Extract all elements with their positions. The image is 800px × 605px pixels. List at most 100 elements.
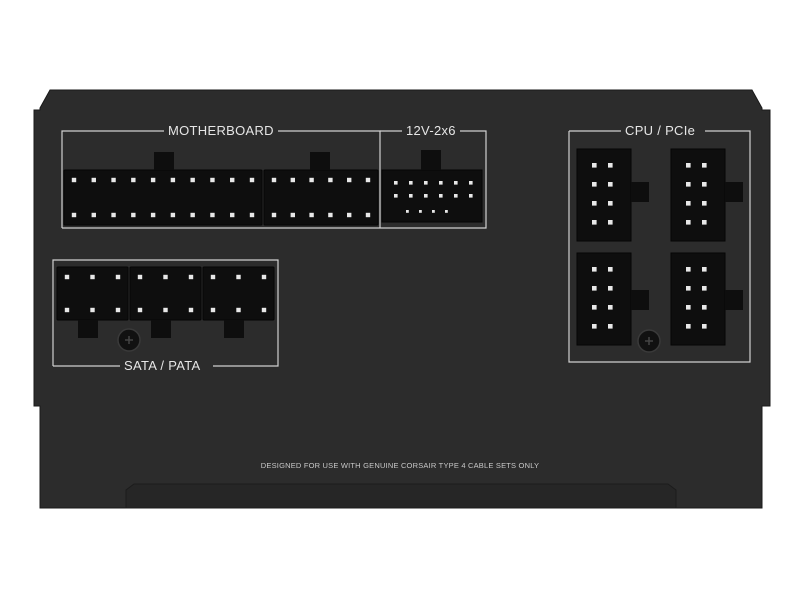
connector-pin bbox=[454, 181, 458, 185]
connector-latch bbox=[421, 150, 441, 170]
connector-pin bbox=[394, 194, 398, 198]
connector-pin bbox=[290, 212, 295, 218]
connector-pin bbox=[188, 307, 194, 313]
connector-pin bbox=[115, 307, 121, 313]
connector-pin bbox=[210, 274, 216, 280]
cpu-outline bbox=[568, 130, 751, 363]
connector-pin bbox=[439, 181, 443, 185]
connector-pin bbox=[424, 194, 428, 198]
connector-pin bbox=[170, 177, 176, 183]
connector-pin bbox=[210, 177, 215, 183]
connector-pin bbox=[686, 220, 691, 225]
connector-latch bbox=[631, 290, 649, 310]
connector-pin bbox=[439, 194, 443, 198]
connector-pin bbox=[608, 324, 613, 329]
connector-pin bbox=[469, 181, 473, 185]
connector-pin bbox=[608, 182, 613, 187]
connector-pin bbox=[592, 305, 597, 310]
cpu-pcie-connector-1 bbox=[576, 148, 632, 242]
connector-latch bbox=[78, 320, 98, 338]
connector-pin bbox=[111, 177, 116, 183]
connector-pin bbox=[702, 267, 707, 272]
connector-pin bbox=[365, 177, 371, 183]
connector-pin bbox=[592, 201, 597, 206]
sense-pin bbox=[406, 210, 409, 213]
connector-pin bbox=[290, 177, 295, 183]
12v-2x6-connector bbox=[381, 169, 483, 223]
connector-pin bbox=[261, 307, 267, 313]
connector-pin bbox=[271, 212, 277, 218]
screw-icon bbox=[117, 328, 141, 352]
connector-latch bbox=[154, 152, 174, 170]
connector-latch bbox=[631, 182, 649, 202]
connector-pin bbox=[686, 305, 691, 310]
screw-icon bbox=[637, 329, 661, 353]
connector-pin bbox=[394, 181, 398, 185]
connector-pin bbox=[702, 286, 707, 291]
connector-pin bbox=[150, 212, 156, 218]
motherboard-connector-10pin bbox=[263, 169, 379, 226]
connector-pin bbox=[592, 267, 597, 272]
connector-pin bbox=[236, 274, 241, 280]
connector-pin bbox=[702, 324, 707, 329]
connector-pin bbox=[111, 212, 116, 218]
connector-latch bbox=[725, 182, 743, 202]
connector-pin bbox=[702, 305, 707, 310]
connector-pin bbox=[608, 163, 613, 168]
connector-pin bbox=[163, 307, 168, 313]
connector-latch bbox=[310, 152, 330, 170]
connector-pin bbox=[469, 194, 473, 198]
connector-pin bbox=[686, 182, 691, 187]
connector-pin bbox=[608, 305, 613, 310]
connector-pin bbox=[328, 212, 333, 218]
connector-pin bbox=[686, 267, 691, 272]
connector-pin bbox=[188, 274, 194, 280]
connector-pin bbox=[170, 212, 176, 218]
connector-pin bbox=[702, 201, 707, 206]
connector-pin bbox=[71, 212, 77, 218]
connector-pin bbox=[137, 274, 143, 280]
connector-pin bbox=[702, 163, 707, 168]
connector-pin bbox=[271, 177, 277, 183]
connector-pin bbox=[190, 212, 195, 218]
label-cpu-pcie: CPU / PCIe bbox=[621, 124, 700, 138]
label-12v: 12V-2x6 bbox=[402, 124, 460, 138]
connector-pin bbox=[592, 286, 597, 291]
sense-pin bbox=[419, 210, 422, 213]
connector-pin bbox=[365, 212, 371, 218]
connector-pin bbox=[249, 212, 255, 218]
connector-pin bbox=[210, 212, 215, 218]
connector-pin bbox=[91, 177, 96, 183]
cpu-pcie-connector-2 bbox=[670, 148, 726, 242]
cpu-pcie-connector-3 bbox=[576, 252, 632, 346]
connector-pin bbox=[71, 177, 77, 183]
connector-pin bbox=[131, 212, 136, 218]
connector-pin bbox=[236, 307, 241, 313]
connector-pin bbox=[64, 274, 70, 280]
connector-pin bbox=[592, 182, 597, 187]
connector-pin bbox=[230, 212, 235, 218]
connector-pin bbox=[210, 307, 216, 313]
connector-pin bbox=[230, 177, 235, 183]
label-motherboard: MOTHERBOARD bbox=[164, 124, 278, 138]
panel-lower-recess bbox=[125, 483, 677, 509]
connector-pin bbox=[702, 182, 707, 187]
connector-pin bbox=[608, 286, 613, 291]
connector-pin bbox=[328, 177, 333, 183]
connector-pin bbox=[131, 177, 136, 183]
connector-pin bbox=[608, 201, 613, 206]
connector-pin bbox=[190, 177, 195, 183]
connector-pin bbox=[592, 220, 597, 225]
connector-pin bbox=[592, 163, 597, 168]
connector-pin bbox=[115, 274, 121, 280]
connector-pin bbox=[608, 267, 613, 272]
connector-pin bbox=[91, 212, 96, 218]
12v-outline bbox=[380, 130, 487, 229]
connector-pin bbox=[424, 181, 428, 185]
connector-pin bbox=[309, 177, 314, 183]
connector-pin bbox=[261, 274, 267, 280]
connector-pin bbox=[686, 163, 691, 168]
connector-pin bbox=[137, 307, 143, 313]
sense-pin bbox=[445, 210, 448, 213]
